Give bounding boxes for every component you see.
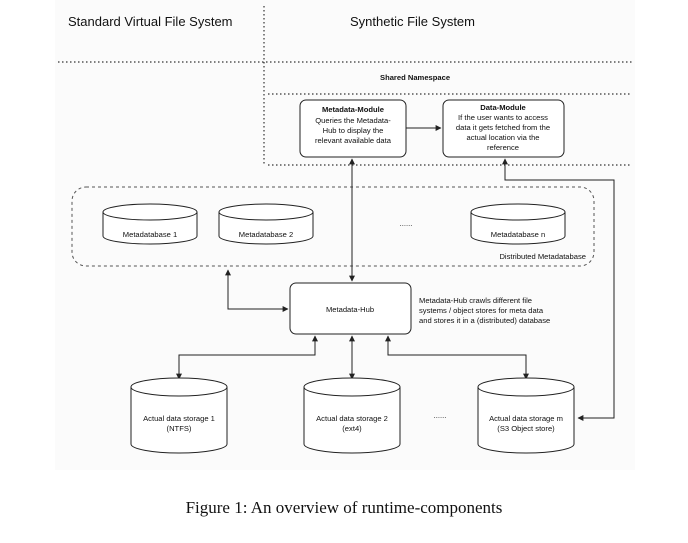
metadatabase-ellipsis: ...... [400, 219, 413, 228]
metadatabase-label: Metadatabase 2 [239, 230, 293, 239]
metadata-module-title: Metadata-Module [322, 105, 384, 114]
shared-namespace-label: Shared Namespace [380, 73, 450, 82]
metadatabase-cylinder: Metadatabase 1 [102, 203, 198, 245]
data-module-line: If the user wants to access [458, 113, 548, 122]
metadatabase-label: Metadatabase 1 [123, 230, 177, 239]
data-module-box [442, 99, 565, 158]
arrow-data-module-storage-m [502, 158, 615, 421]
storage-ellipsis: ...... [434, 411, 447, 420]
data-module-line: reference [487, 143, 519, 152]
storage-label: Actual data storage 2 [316, 414, 388, 423]
storage-sublabel: (S3 Object store) [497, 424, 555, 433]
storage-label: Actual data storage 1 [143, 414, 215, 423]
metadata-hub-box [289, 282, 412, 335]
arrow-hub-storage-m [385, 335, 529, 380]
storage-cylinder: Actual data storage 2 (ext4) [303, 377, 401, 454]
arrow-hub-storage-1 [176, 335, 318, 380]
metadatabase-cylinder: Metadatabase 2 [218, 203, 314, 245]
storage-cylinder: Actual data storage 1 (NTFS) [130, 377, 228, 454]
storage-label: Actual data storage m [489, 414, 563, 423]
metadata-hub-label: Metadata-Hub [326, 305, 374, 314]
metadata-module-line: relevant available data [315, 136, 392, 145]
metadata-module-line: Queries the Metadata- [315, 116, 391, 125]
data-module-line: actual location via the [466, 133, 539, 142]
figure-caption: Figure 1: An overview of runtime-compone… [185, 498, 503, 517]
data-module-line: data it gets fetched from the [456, 123, 550, 132]
heading-synthetic-fs: Synthetic File System [350, 14, 475, 29]
metadata-hub-description: systems / object stores for meta data [419, 306, 544, 315]
arrow-hub-metadatabase [225, 269, 289, 312]
storage-cylinder: Actual data storage m (S3 Object store) [477, 377, 575, 454]
storage-sublabel: (NTFS) [167, 424, 192, 433]
metadatabase-cylinder: Metadatabase n [470, 203, 566, 245]
metadatabase-label: Metadatabase n [491, 230, 545, 239]
metadata-module-line: Hub to display the [323, 126, 384, 135]
metadata-hub-description: and stores it in a (distributed) databas… [419, 316, 550, 325]
distributed-metadatabase-label: Distributed Metadatabase [499, 252, 586, 261]
data-module-title: Data-Module [480, 103, 526, 112]
metadata-hub-description: Metadata-Hub crawls different file [419, 296, 532, 305]
distributed-metadatabase-region [71, 186, 595, 267]
storage-sublabel: (ext4) [342, 424, 362, 433]
heading-standard-vfs: Standard Virtual File System [68, 14, 233, 29]
